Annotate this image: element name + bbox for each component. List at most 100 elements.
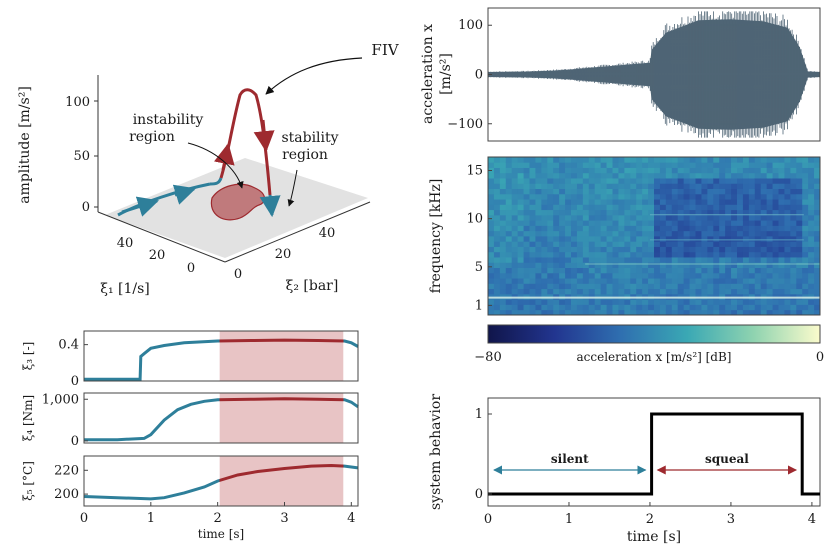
spectrogram-cell bbox=[713, 225, 720, 232]
spectrogram-cell bbox=[618, 225, 625, 232]
spectrogram-cell bbox=[695, 246, 702, 253]
spectrogram-cell bbox=[731, 157, 738, 163]
instability-pointer bbox=[187, 142, 244, 189]
spectrogram-cell bbox=[630, 267, 637, 274]
spectrogram-cell bbox=[725, 178, 732, 184]
spectrogram-cell bbox=[648, 183, 655, 189]
spectrogram-cell bbox=[630, 157, 637, 163]
spectrogram-cell bbox=[725, 157, 732, 163]
spectrogram-cell bbox=[665, 283, 673, 290]
spectrogram-cell bbox=[648, 230, 655, 237]
spectrogram-cell bbox=[582, 209, 590, 216]
spectrogram-cell bbox=[784, 262, 791, 268]
spectrogram-cell bbox=[814, 167, 821, 174]
spectrogram-cell bbox=[748, 204, 756, 211]
spectrogram-cell bbox=[748, 267, 756, 274]
spectrogram-cell bbox=[760, 309, 768, 316]
spectrogram-cell bbox=[594, 204, 602, 211]
spectrogram-cell bbox=[766, 241, 773, 247]
spectrogram-cell bbox=[689, 272, 696, 279]
spectrogram-cell bbox=[790, 157, 797, 163]
spectrogram-cell bbox=[701, 304, 708, 311]
spectrogram-cell bbox=[505, 251, 513, 258]
spectrogram-cell bbox=[814, 246, 821, 253]
spectrogram-cell bbox=[618, 172, 625, 179]
spectrogram-cell bbox=[814, 230, 821, 237]
spectrogram-cell bbox=[665, 299, 673, 305]
spectrogram-cell bbox=[665, 178, 673, 184]
spectrogram-cell bbox=[588, 188, 596, 195]
spectrogram-cell bbox=[742, 214, 750, 221]
spectrogram-cell bbox=[511, 309, 519, 316]
spectrogram-cell bbox=[742, 267, 750, 274]
spectrogram-cell bbox=[541, 199, 548, 205]
spectrogram-cell bbox=[695, 167, 702, 174]
spectrogram-cell bbox=[553, 157, 560, 163]
spectrogram-cell bbox=[802, 283, 809, 290]
spectrogram-cell bbox=[654, 267, 661, 274]
spectrogram-cell bbox=[541, 209, 548, 216]
spectrogram-cell bbox=[588, 204, 596, 211]
spectrogram-cell bbox=[488, 304, 495, 311]
spectrogram-cell bbox=[648, 199, 655, 205]
spectrogram-cell bbox=[790, 214, 797, 221]
spectrogram-cell bbox=[772, 236, 779, 242]
spectrogram-cell bbox=[808, 251, 815, 258]
spectrogram-cell bbox=[778, 241, 785, 247]
spectrogram-cell bbox=[630, 283, 637, 290]
spectrogram-cell bbox=[499, 225, 507, 232]
trajectory-transition bbox=[209, 177, 223, 186]
spectrogram-cell bbox=[493, 220, 501, 226]
spectrogram-cell bbox=[499, 162, 507, 168]
spectrogram-cell bbox=[588, 278, 596, 284]
spectrogram-cell bbox=[701, 162, 708, 168]
spectrogram-cell bbox=[731, 283, 738, 290]
spectrogram-cell bbox=[523, 241, 530, 247]
spectrogram-cell bbox=[594, 157, 602, 163]
spectrogram-cell bbox=[612, 272, 619, 279]
spectrogram-cell bbox=[719, 288, 726, 295]
spectrogram-cell bbox=[529, 304, 536, 311]
spectrogram-cell bbox=[784, 172, 791, 179]
spectrogram-cell bbox=[671, 220, 679, 226]
spectrogram-cell bbox=[683, 251, 690, 258]
spectrogram-cell bbox=[582, 272, 590, 279]
spectrogram-cell bbox=[642, 167, 649, 174]
spectrogram-cell bbox=[517, 283, 524, 290]
spectrogram-cell bbox=[707, 193, 714, 200]
stability-pointer bbox=[287, 169, 298, 207]
spectrogram-cell bbox=[541, 214, 548, 221]
instability-label-2: region bbox=[129, 129, 175, 145]
spectrogram-cell bbox=[648, 162, 655, 168]
spectrogram-cell bbox=[588, 167, 596, 174]
spectrogram-cell bbox=[493, 267, 501, 274]
spectrogram-cell bbox=[748, 178, 756, 184]
xi4-plot: 01,000 ξ₄ [Nm] bbox=[21, 392, 359, 449]
spectrogram-cell bbox=[784, 304, 791, 311]
spectrogram-cell bbox=[683, 162, 690, 168]
spectrogram-cell bbox=[778, 209, 785, 216]
spectrogram-cell bbox=[588, 257, 596, 263]
spectrogram-cell bbox=[719, 246, 726, 253]
spectrogram-cell bbox=[582, 246, 590, 253]
spectrogram-cell bbox=[713, 209, 720, 216]
spectrogram-cell bbox=[523, 299, 530, 305]
spectrogram-cell bbox=[529, 246, 536, 253]
spectrogram-cell bbox=[547, 309, 554, 316]
spectrogram-cell bbox=[606, 199, 613, 205]
spectrogram-cell bbox=[600, 167, 607, 174]
spectrogram-cell bbox=[612, 183, 619, 189]
spectrogram-cell bbox=[488, 162, 495, 168]
spectrogram-cell bbox=[547, 178, 554, 184]
spectrogram-cell bbox=[588, 309, 596, 316]
spectrogram-cell bbox=[517, 209, 524, 216]
spectrogram-cell bbox=[636, 304, 643, 311]
spectrogram-cell bbox=[565, 304, 572, 311]
spectrogram-cell bbox=[784, 178, 791, 184]
spectrogram-cell bbox=[701, 283, 708, 290]
spectrogram-cell bbox=[808, 157, 815, 163]
spectrogram-cell bbox=[571, 214, 578, 221]
spectrogram-cell bbox=[576, 262, 584, 268]
x2-axis bbox=[224, 201, 371, 263]
